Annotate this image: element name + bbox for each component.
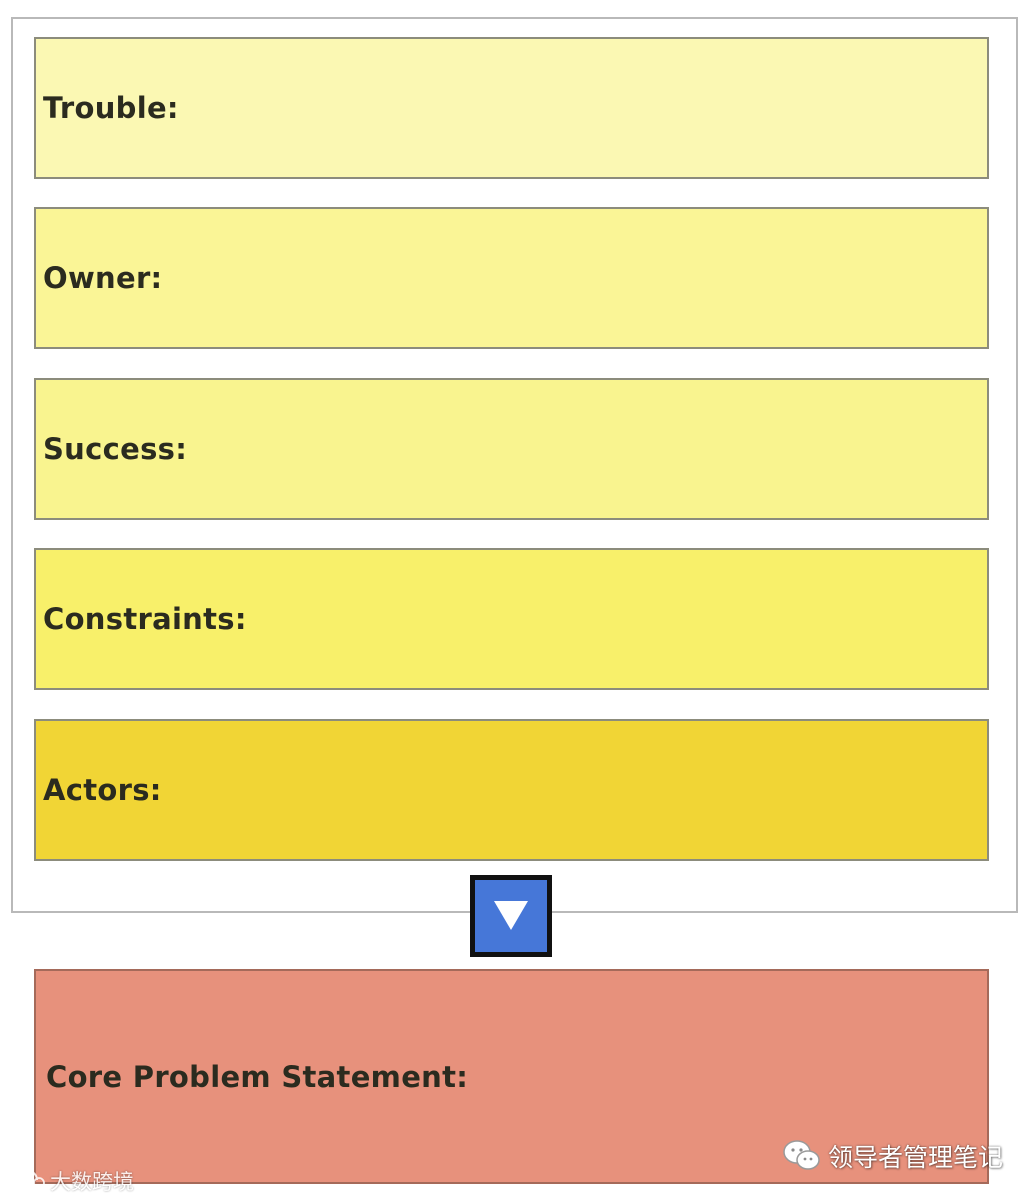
down-triangle-icon	[494, 901, 528, 930]
actors-label: Actors:	[43, 773, 162, 807]
weibo-icon	[6, 1170, 45, 1193]
trouble-label: Trouble:	[43, 91, 179, 125]
trouble-box: Trouble:	[34, 37, 989, 179]
success-box: Success:	[34, 378, 989, 520]
watermark-right-text: 领导者管理笔记	[828, 1143, 1004, 1172]
down-arrow-button	[470, 875, 552, 957]
constraints-label: Constraints:	[43, 602, 247, 636]
core-problem-statement-box: Core Problem Statement:	[34, 969, 989, 1184]
success-label: Success:	[43, 432, 188, 466]
actors-box: Actors:	[34, 719, 989, 861]
watermark-left: 大数跨境	[4, 1166, 134, 1196]
owner-label: Owner:	[43, 261, 163, 295]
watermark-right: 领导者管理笔记	[782, 1138, 1003, 1174]
watermark-left-text: 大数跨境	[50, 1170, 134, 1194]
wechat-icon	[783, 1140, 820, 1170]
core-problem-statement-label: Core Problem Statement:	[46, 1059, 469, 1094]
constraints-box: Constraints:	[34, 548, 989, 690]
owner-box: Owner:	[34, 207, 989, 349]
